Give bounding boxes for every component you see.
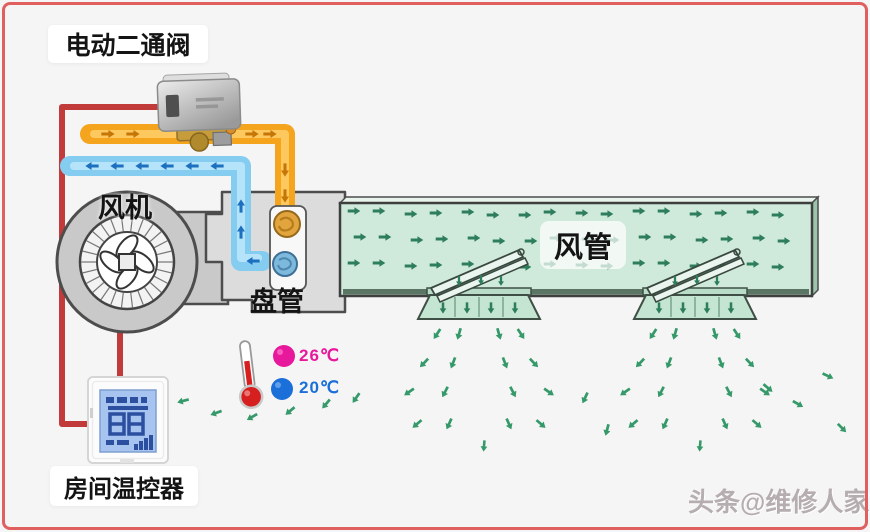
fan-label: 风机	[98, 193, 152, 223]
thermostat-label: 房间温控器	[50, 466, 198, 506]
watermark-text: 头条@维修人家	[688, 487, 870, 517]
coil-fitting-hot-icon	[273, 210, 301, 238]
duct-label: 风管	[540, 221, 627, 269]
valve-label: 电动二通阀	[48, 25, 208, 63]
coil-connection-panel	[269, 205, 307, 291]
cold-temp-dot	[271, 378, 293, 400]
motorized-valve-icon	[156, 72, 242, 152]
hot-water-pipe	[80, 124, 295, 223]
coil-fitting-cold-icon	[272, 251, 298, 277]
air-diffuser	[416, 248, 542, 320]
hot-temperature-value: 26℃	[299, 346, 341, 365]
air-diffuser	[632, 248, 758, 320]
thermometer-icon	[238, 340, 264, 410]
coil-label: 盘管	[250, 287, 304, 317]
thermostat-icon	[87, 376, 169, 464]
hot-temp-dot	[273, 345, 295, 367]
fan-blower-icon	[55, 190, 199, 334]
cold-temperature-value: 20℃	[299, 378, 341, 397]
